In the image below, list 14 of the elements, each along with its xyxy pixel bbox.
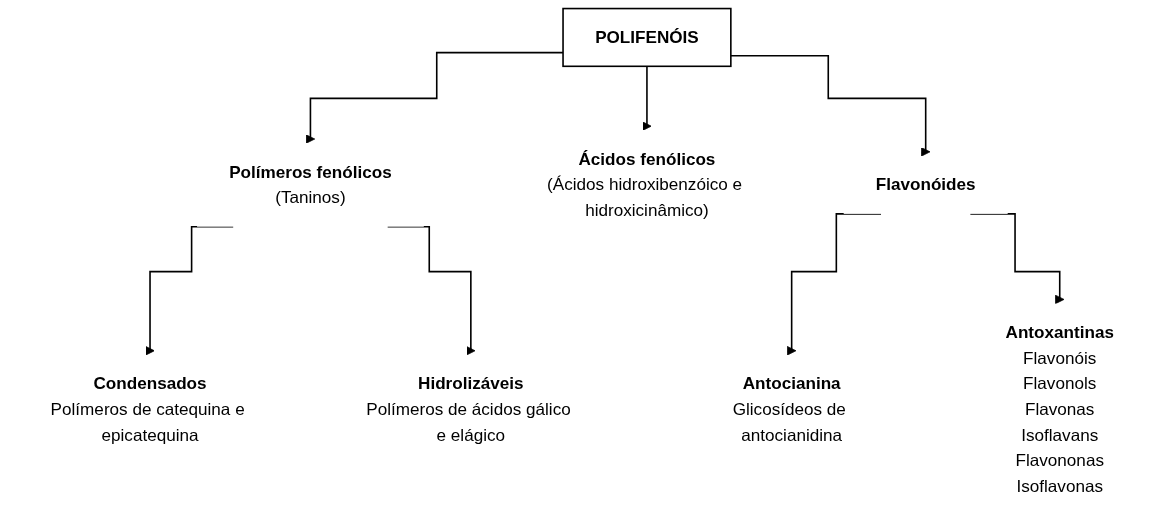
node-text: Ácidos fenólicos (Ácidos hidroxibenzóico e hidroxicinâmico): [547, 149, 743, 220]
node-text: Antocianina Glicosídeos de antocianidina: [732, 374, 846, 444]
arrow: [305, 51, 564, 144]
arrow: [786, 213, 882, 356]
arrow: [145, 225, 234, 356]
arrow: [386, 225, 476, 356]
node-text: Condensados Polímeros de catequina e epicatequina: [50, 374, 245, 444]
arrow: [642, 65, 652, 131]
arrow: [730, 54, 931, 157]
node-text: Polímeros fenólicos (Taninos): [229, 162, 392, 207]
node-box: POLIFENÓIS: [562, 7, 732, 68]
node-text: Hidrolizáveis Polímeros de ácidos gálico e elágico: [366, 374, 571, 444]
node-text: Antoxantinas Flavonóis Flavonols Flavonas Isoflavans Flavononas Isoflavonas: [1005, 322, 1114, 496]
arrow: [969, 213, 1065, 305]
